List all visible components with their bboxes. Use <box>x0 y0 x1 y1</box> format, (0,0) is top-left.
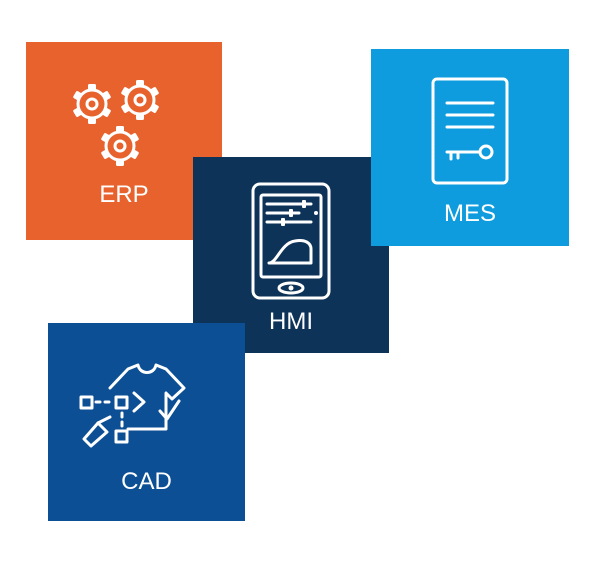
tshirt-design-icon <box>79 363 186 448</box>
gears-icon <box>73 80 159 166</box>
tile-label-cad: CAD <box>121 468 172 495</box>
tile-label-hmi: HMI <box>269 308 313 335</box>
tile-hmi[interactable]: HMI <box>193 157 389 353</box>
document-key-icon <box>431 77 509 185</box>
tile-erp[interactable]: ERP <box>26 42 222 240</box>
tile-cad[interactable]: CAD <box>48 323 245 521</box>
handheld-panel-icon <box>251 182 331 300</box>
tile-label-erp: ERP <box>99 181 149 208</box>
tile-label-mes: MES <box>443 200 496 227</box>
tile-mes[interactable]: MES <box>371 49 569 246</box>
